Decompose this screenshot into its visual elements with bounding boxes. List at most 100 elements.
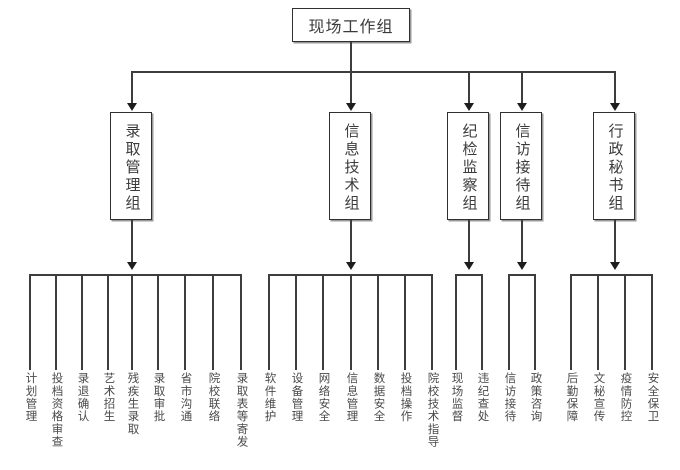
leaf-label: 录取审批 (152, 372, 165, 423)
root-stem-line (350, 42, 352, 72)
dept-1-descender-3 (81, 274, 83, 354)
leaf-label: 信访接待 (503, 372, 516, 423)
arrow-into-dept-1 (127, 103, 137, 111)
dept-1-leaf-tick-8 (212, 352, 214, 370)
dept-1-leaf-tick-2 (55, 352, 57, 370)
dept-node-label-1: 录取管理组 (123, 122, 140, 213)
dept-1-leaf-tick-1 (29, 352, 31, 370)
dept-node-box-1[interactable]: 录取管理组 (110, 112, 152, 220)
leaf-label: 现场监督 (450, 372, 463, 423)
leaf-label: 文秘宣传 (592, 372, 605, 423)
dept-2-descender-4 (350, 274, 352, 354)
leaf-label: 后勤保障 (565, 372, 578, 423)
dept-5-leaf-tick-1 (570, 352, 572, 370)
dept-node-box-3[interactable]: 纪检监察组 (447, 112, 489, 220)
leaf-label: 院校联络 (207, 372, 220, 423)
dept-5-descender-2 (597, 274, 599, 354)
dept-1-leaf-tick-9 (240, 352, 242, 370)
dept-node-label-2: 信息技术组 (342, 122, 359, 213)
dept-1-descender-7 (184, 274, 186, 354)
dept-4-descender-2 (534, 274, 536, 354)
dept-3-stem-line (468, 220, 470, 262)
level1-drop-3 (468, 71, 470, 105)
dept-5-leaf-tick-4 (651, 352, 653, 370)
dept-1-stem-line (131, 220, 133, 262)
dept-node-label-4: 信访接待组 (513, 122, 530, 213)
dept-3-descender-2 (481, 274, 483, 354)
root-node-label: 现场工作组 (308, 19, 394, 36)
dept-3-leaf-tick-2 (481, 352, 483, 370)
dept-5-descender-3 (624, 274, 626, 354)
arrow-into-bus-1 (127, 262, 137, 270)
dept-1-descender-5 (131, 274, 133, 354)
dept-4-descender-1 (508, 274, 510, 354)
leaf-label: 政策咨询 (529, 372, 542, 423)
arrow-into-bus-3 (464, 262, 474, 270)
dept-1-leaf-tick-4 (107, 352, 109, 370)
dept-2-descender-3 (322, 274, 324, 354)
level1-drop-2 (350, 71, 352, 105)
dept-5-bus-line (570, 274, 651, 276)
level1-drop-1 (131, 71, 133, 105)
dept-2-descender-2 (295, 274, 297, 354)
dept-node-box-2[interactable]: 信息技术组 (329, 112, 371, 220)
arrow-into-dept-2 (346, 103, 356, 111)
dept-2-leaf-tick-7 (431, 352, 433, 370)
arrow-into-bus-4 (517, 262, 527, 270)
level1-drop-4 (521, 71, 523, 105)
arrow-into-dept-3 (464, 103, 474, 111)
leaf-label: 信息管理 (345, 372, 358, 423)
dept-3-bus-line (455, 274, 482, 276)
leaf-label: 投档资格审查 (50, 372, 63, 449)
dept-2-leaf-tick-3 (322, 352, 324, 370)
dept-1-descender-4 (107, 274, 109, 354)
dept-1-leaf-tick-6 (157, 352, 159, 370)
dept-1-leaf-tick-3 (81, 352, 83, 370)
dept-4-stem-line (521, 220, 523, 262)
leaf-label: 残疾生录取 (126, 372, 139, 436)
dept-2-descender-7 (431, 274, 433, 354)
dept-2-descender-6 (404, 274, 406, 354)
leaf-label: 艺术招生 (102, 372, 115, 423)
leaf-label: 省市沟通 (179, 372, 192, 423)
dept-5-descender-1 (570, 274, 572, 354)
level1-bus-line (131, 71, 615, 73)
leaf-label: 录退确认 (76, 372, 89, 423)
dept-1-descender-6 (157, 274, 159, 354)
dept-4-leaf-tick-1 (508, 352, 510, 370)
dept-5-descender-4 (651, 274, 653, 354)
leaf-label: 投档操作 (399, 372, 412, 423)
dept-4-leaf-tick-2 (534, 352, 536, 370)
dept-1-leaf-tick-7 (184, 352, 186, 370)
dept-3-leaf-tick-1 (455, 352, 457, 370)
leaf-label: 安全保卫 (646, 372, 659, 423)
dept-node-label-3: 纪检监察组 (460, 122, 477, 213)
dept-node-box-5[interactable]: 行政秘书组 (593, 112, 635, 220)
dept-2-leaf-tick-1 (268, 352, 270, 370)
leaf-label: 录取表等寄发 (235, 372, 248, 449)
dept-2-stem-line (350, 220, 352, 262)
leaf-label: 违纪查处 (476, 372, 489, 423)
leaf-label: 疫情防控 (619, 372, 632, 423)
dept-5-stem-line (614, 220, 616, 262)
dept-2-leaf-tick-6 (404, 352, 406, 370)
dept-node-box-4[interactable]: 信访接待组 (500, 112, 542, 220)
arrow-into-dept-5 (610, 103, 620, 111)
dept-1-descender-1 (29, 274, 31, 354)
arrow-into-bus-2 (346, 262, 356, 270)
dept-2-descender-5 (377, 274, 379, 354)
dept-4-bus-line (508, 274, 535, 276)
dept-5-leaf-tick-2 (597, 352, 599, 370)
leaf-label: 计划管理 (24, 372, 37, 423)
dept-1-bus-line (29, 274, 241, 276)
level1-drop-5 (614, 71, 616, 105)
dept-1-leaf-tick-5 (131, 352, 133, 370)
root-node-box[interactable]: 现场工作组 (292, 8, 410, 42)
leaf-label: 设备管理 (290, 372, 303, 423)
arrow-into-bus-5 (610, 262, 620, 270)
leaf-label: 院校技术指导 (426, 372, 439, 449)
dept-1-descender-9 (240, 274, 242, 354)
leaf-label: 网络安全 (317, 372, 330, 423)
dept-2-leaf-tick-5 (377, 352, 379, 370)
